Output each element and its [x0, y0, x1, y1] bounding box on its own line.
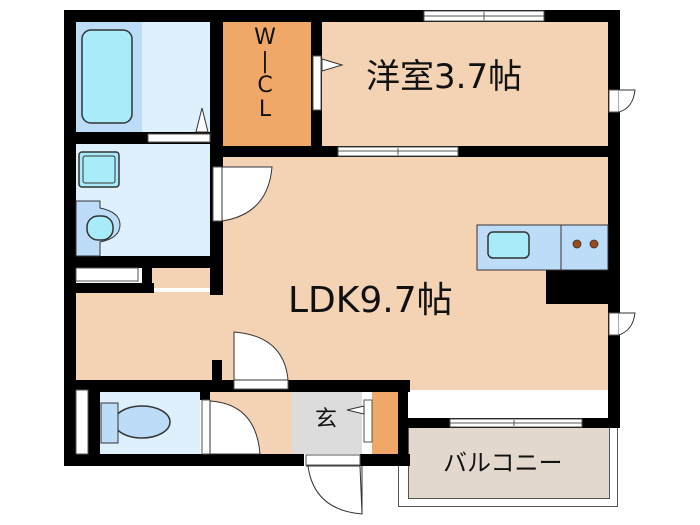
wall-entrance-right	[398, 380, 408, 466]
window-toilet	[75, 389, 89, 455]
window-bath	[147, 133, 211, 143]
western-room-label: 洋室3.7帖	[366, 57, 523, 97]
wcl-door-icon	[321, 58, 344, 72]
window-nook	[75, 267, 139, 282]
stove-burner-icon	[572, 239, 582, 249]
wall-lower-stub	[212, 360, 222, 390]
western-room	[322, 20, 608, 146]
window-western-ldk	[337, 146, 459, 157]
toilet-door-swing	[209, 400, 261, 455]
balcony-label: バルコニー	[443, 449, 563, 477]
entrance	[292, 390, 362, 454]
entrance-label: 玄	[315, 407, 338, 432]
walk-in-closet	[223, 20, 311, 146]
bath-door-icon	[195, 107, 209, 133]
wcl-label: W | C L	[254, 25, 276, 122]
front-door-swing	[306, 465, 363, 515]
balcony-outline	[398, 427, 618, 507]
wcl-door	[312, 55, 322, 111]
ldk-side-door-swing	[618, 312, 636, 336]
ldk	[223, 156, 608, 390]
window-top-western	[423, 10, 545, 22]
wall-nook-bottom	[64, 283, 154, 293]
shoe-closet-door-icon	[346, 405, 365, 415]
wall-bottom	[64, 454, 304, 466]
window-balcony	[449, 418, 583, 428]
western-room-door-swing	[618, 89, 636, 113]
stove-burner-icon	[589, 239, 599, 249]
wash-basin-icon	[78, 151, 120, 188]
toilet-icon	[113, 405, 171, 439]
wall-nook-v	[142, 268, 152, 293]
bathtub-icon	[81, 29, 133, 124]
hall-nook	[150, 268, 212, 288]
wall-bottom-right	[360, 454, 410, 466]
bathroom-wash-area	[142, 20, 210, 132]
wall-bath-divider-v	[210, 10, 223, 295]
ldk-label: LDK9.7帖	[288, 280, 453, 321]
kitchen-wall-block	[546, 270, 608, 304]
wall-wash-bottom	[64, 256, 222, 268]
washroom-door-swing	[221, 166, 273, 222]
ldk-west-area	[76, 292, 223, 380]
wall-left-lower	[64, 380, 76, 466]
wall-toilet-left	[88, 380, 100, 466]
wall-toilet-door-jamb	[200, 390, 210, 400]
kitchen-sink-icon	[487, 231, 530, 259]
ldk-door-swing	[233, 331, 289, 381]
shoe-closet	[372, 390, 398, 454]
